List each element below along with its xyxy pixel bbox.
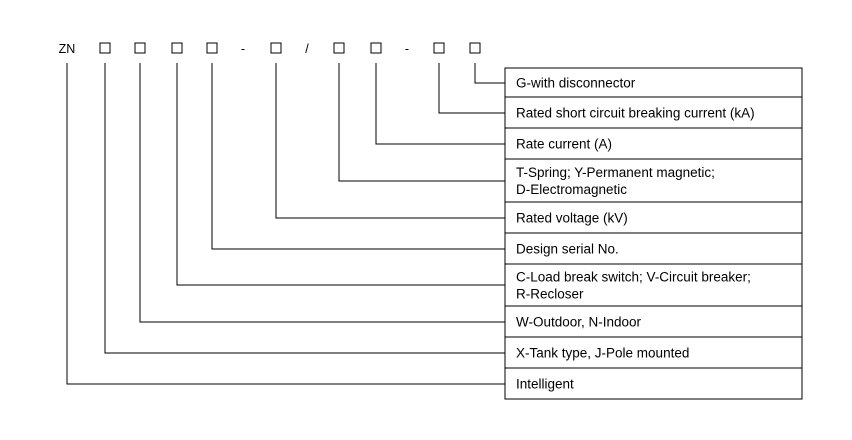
legend-row — [504, 201, 803, 234]
connector-line — [275, 63, 505, 219]
code-slot-12 — [469, 42, 481, 54]
legend-row-label: Rated short circuit breaking current (kA… — [516, 106, 755, 121]
legend-row — [504, 158, 803, 203]
code-text-0: ZN — [59, 42, 76, 56]
legend-row-label: C-Load break switch; V-Circuit breaker; — [516, 270, 751, 285]
legend-row-label: T-Spring; Y-Permanent magnetic; — [516, 165, 715, 180]
connector-line — [375, 63, 505, 145]
legend-row-label: D-Electromagnetic — [516, 182, 627, 197]
code-slot-6 — [270, 42, 282, 54]
legend-row — [504, 305, 803, 338]
connector-line — [104, 63, 505, 354]
legend-row-label: Intelligent — [516, 377, 574, 392]
legend-row-label: X-Tank type, J-Pole mounted — [516, 346, 689, 361]
code-slot-11 — [433, 42, 445, 54]
legend-row — [504, 336, 803, 369]
code-text-10: - — [405, 42, 409, 56]
legend-row-label: G-with disconnector — [516, 76, 636, 91]
code-slot-3 — [171, 42, 183, 54]
connector-line — [211, 63, 505, 250]
legend-row-label: R-Recloser — [516, 287, 584, 302]
legend-row — [504, 367, 803, 400]
legend-row — [504, 232, 803, 265]
connector-line — [66, 63, 505, 385]
code-slot-1 — [99, 42, 111, 54]
connector-line — [139, 63, 505, 323]
model-code-row: ZN - / - — [59, 42, 481, 56]
code-text-5: - — [241, 42, 245, 56]
legend-row-label: W-Outdoor, N-Indoor — [516, 315, 642, 330]
legend-row-label: Rated voltage (kV) — [516, 211, 628, 226]
code-text-7: / — [305, 42, 309, 56]
legend-row — [504, 96, 803, 129]
connector-line — [338, 63, 505, 182]
connector-lines — [66, 63, 505, 385]
code-slot-4 — [206, 42, 218, 54]
connector-line — [438, 63, 505, 114]
connector-line — [176, 63, 505, 286]
code-slot-9 — [370, 42, 382, 54]
code-slot-8 — [333, 42, 345, 54]
legend-row-label: Design serial No. — [516, 242, 619, 257]
connector-line — [474, 63, 505, 84]
code-slot-2 — [134, 42, 146, 54]
legend-row-label: Rate current (A) — [516, 137, 612, 152]
legend-row — [504, 263, 803, 307]
